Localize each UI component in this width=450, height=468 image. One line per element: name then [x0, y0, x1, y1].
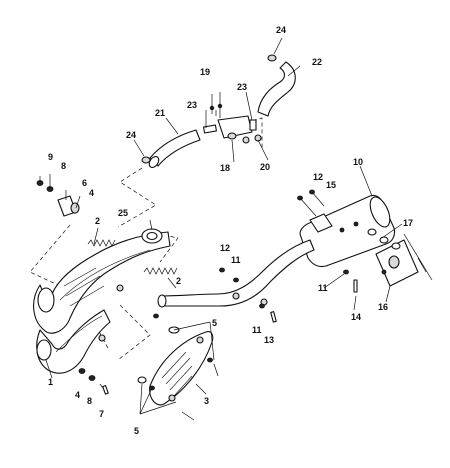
callout-part-4-upper: 4: [89, 188, 95, 198]
callout-part-15: 15: [326, 180, 337, 190]
callout-part-3: 3: [204, 396, 210, 406]
callout-part-6: 6: [82, 178, 88, 188]
callout-part-4-lower: 4: [75, 390, 81, 400]
callout-part-5-upper: 5: [212, 318, 218, 328]
callout-part-2-upper: 2: [95, 216, 101, 226]
breather-fitting-part-18: [203, 92, 262, 144]
callout-part-21: 21: [155, 108, 166, 118]
callout-part-10: 10: [353, 157, 364, 167]
callout-part-11-left: 11: [231, 255, 241, 265]
callout-part-23-left: 23: [187, 100, 198, 110]
washers-part-17: [367, 223, 403, 250]
callout-part-11-mid: 11: [252, 325, 262, 335]
gasket-part-25: [141, 228, 163, 244]
callout-part-11-right: 11: [318, 283, 328, 293]
callout-part-5-lower: 5: [134, 426, 140, 436]
callout-part-22: 22: [312, 57, 323, 67]
callout-part-1: 1: [48, 377, 54, 387]
callout-part-23-top: 23: [237, 82, 248, 92]
callout-part-8-upper: 8: [61, 161, 67, 171]
mount-stack-lower: [78, 368, 109, 395]
hose-part-22: [257, 61, 296, 117]
fasteners-pipe-mounts: [219, 189, 358, 323]
heat-shield-part-3: [149, 331, 214, 406]
callout-part-7: 7: [99, 409, 105, 419]
leader-lines: [45, 37, 391, 415]
callout-part-9: 9: [48, 152, 54, 162]
muffler-part-10: [299, 194, 396, 268]
middle-pipe: [157, 239, 315, 308]
callout-part-25: 25: [118, 208, 129, 218]
spring-part-2-lower: [143, 267, 178, 275]
callout-part-2-lower: 2: [176, 276, 182, 286]
callout-part-19: 19: [200, 67, 211, 77]
clamp-part-24-top: [267, 54, 277, 62]
callout-part-8-lower: 8: [87, 396, 93, 406]
mount-stack-upper: [36, 174, 81, 217]
callout-part-20: 20: [260, 162, 271, 172]
spring-part-2-upper: [87, 239, 116, 247]
header-pipe-part-1: [33, 231, 171, 374]
callout-part-24-left: 24: [126, 130, 137, 140]
end-cap-part-16: [375, 233, 433, 287]
callout-part-24-top: 24: [276, 25, 287, 35]
callout-part-18: 18: [220, 163, 231, 173]
callout-part-14: 14: [351, 312, 362, 322]
callout-part-13: 13: [264, 335, 275, 345]
clamp-part-24-left: [141, 156, 151, 164]
callout-part-12-left: 12: [220, 243, 231, 253]
shield-fasteners-part-5: [137, 313, 219, 421]
callout-part-17: 17: [403, 218, 414, 228]
callout-part-12-right: 12: [313, 172, 324, 182]
hose-part-21: [148, 129, 201, 168]
callout-part-16: 16: [378, 302, 389, 312]
